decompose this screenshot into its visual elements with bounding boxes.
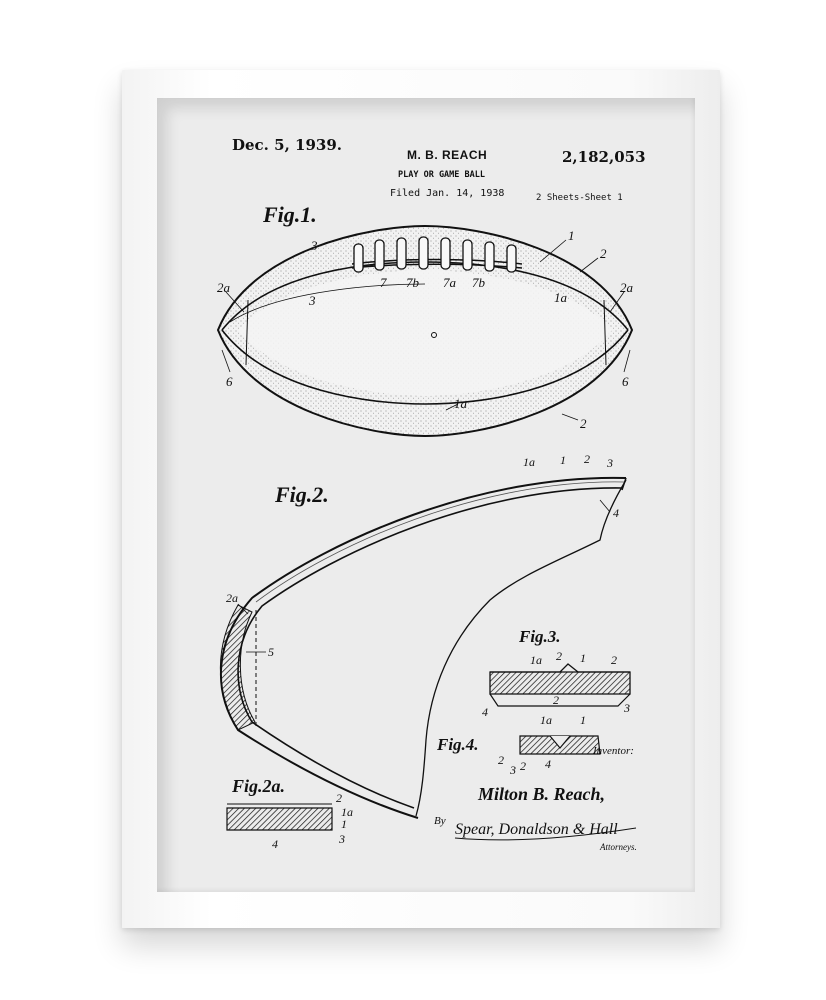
attorneys-signature: Spear, Donaldson & Hall [455, 821, 618, 838]
fig1-ref-label: 2a [217, 280, 231, 295]
fig3-ref-label: 2 [611, 653, 617, 667]
figure-3-detail [489, 663, 631, 707]
patent-title: PLAY OR GAME BALL [398, 170, 485, 180]
patent-number: 2,182,053 [562, 148, 646, 166]
fig2-ref-label: 3 [606, 456, 613, 470]
figure-1-football [216, 224, 634, 438]
patent-inventor-header: M. B. REACH [407, 148, 488, 162]
patent-filed-date: Filed Jan. 14, 1938 [390, 188, 505, 199]
fig1-ref-label: 1a [554, 290, 568, 305]
by-label: By [434, 815, 446, 827]
fig2-ref-label: 1a [523, 455, 535, 469]
fig1-ref-label: 6 [622, 374, 629, 389]
figure-4-label: Fig.4. [436, 735, 479, 754]
fig4-ref-label: 1a [540, 713, 552, 727]
fig2-ref-label: 1 [560, 453, 566, 467]
fig2a-ref-label: 1 [341, 817, 347, 831]
patent-sheets: 2 Sheets-Sheet 1 [536, 193, 623, 203]
fig4-ref-label: 4 [545, 757, 551, 771]
figure-4-detail [519, 735, 601, 755]
fig2-ref-label: 4 [613, 506, 619, 520]
fig2-ref-label: 2 [584, 452, 590, 466]
fig2a-ref-label: 4 [272, 837, 278, 851]
fig1-ref-label: 7b [406, 275, 420, 290]
figure-2a-detail [226, 803, 333, 831]
fig1-ref-label: 6 [226, 374, 233, 389]
figure-2a-label: Fig.2a. [231, 776, 285, 796]
fig2a-ref-label: 3 [338, 832, 345, 846]
attorneys-label: Attorneys. [599, 842, 637, 852]
inventor-label: Inventor: [592, 745, 634, 757]
figure-1-label: Fig.1. [262, 202, 317, 227]
figure-2-section [219, 476, 627, 819]
fig3-ref-label: 2 [553, 693, 559, 707]
fig4-ref-label: 3 [509, 763, 516, 777]
fig1-ref-label: 3 [310, 238, 318, 253]
fig3-ref-label: 4 [482, 705, 488, 719]
fig1-ref-label: 1a [454, 396, 468, 411]
fig1-ref-label: 2 [580, 416, 587, 431]
fig1-ref-label: 1 [568, 228, 575, 243]
fig3-ref-label: 2 [556, 649, 562, 663]
fig4-ref-label: 2 [520, 759, 526, 773]
fig2a-ref-label: 1a [341, 805, 353, 819]
fig1-ref-label: 7 [380, 275, 387, 290]
fig1-ref-label: 7b [472, 275, 486, 290]
fig3-ref-label: 1a [530, 653, 542, 667]
fig3-ref-label: 3 [623, 701, 630, 715]
fig3-ref-label: 1 [580, 651, 586, 665]
fig1-ref-label: 7a [443, 275, 457, 290]
figure-3-label: Fig.3. [518, 627, 561, 646]
fig4-ref-label: 1 [580, 713, 586, 727]
fig2-ref-label: 2a [226, 591, 238, 605]
fig2a-ref-label: 2 [336, 791, 342, 805]
inventor-name: Milton B. Reach, [477, 784, 605, 804]
fig1-ref-label: 3 [308, 293, 316, 308]
fig2-ref-label: 5 [268, 645, 274, 659]
figure-2-label: Fig.2. [274, 482, 329, 507]
patent-date: Dec. 5, 1939. [232, 136, 342, 154]
fig4-ref-label: 2 [498, 753, 504, 767]
signature-underline [454, 827, 637, 841]
fig1-ref-label: 2 [600, 246, 607, 261]
fig1-ref-label: 2a [620, 280, 634, 295]
